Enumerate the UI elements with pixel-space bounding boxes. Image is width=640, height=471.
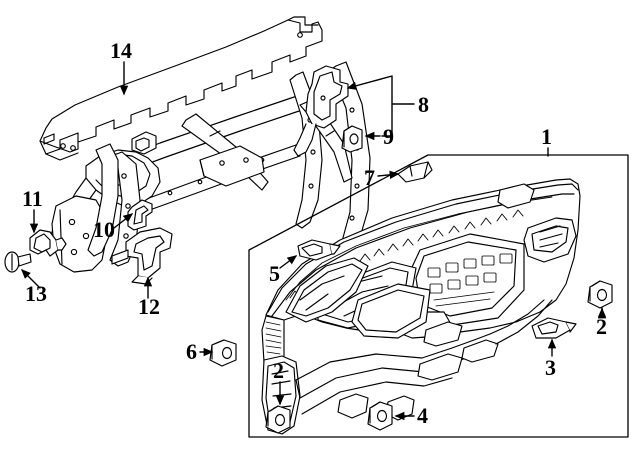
clip-outside-left (209, 339, 237, 367)
clip-upper-center (397, 161, 433, 183)
callout-number-10: 10 (93, 217, 115, 242)
insulator-pad-upper (39, 16, 323, 161)
callout-number-12: 12 (138, 294, 160, 319)
instrument-panel-assembly (261, 178, 581, 435)
callout-number-2-lower-left: 2 (273, 358, 284, 383)
callout-number-5: 5 (269, 261, 280, 286)
callout-leaders (21, 61, 607, 421)
callout-number-9: 9 (383, 124, 394, 149)
reinforcement-bracket-upper (293, 65, 349, 157)
callout-number-7: 7 (364, 165, 375, 190)
clip-bottom (367, 401, 393, 431)
callout-number-2-right: 2 (596, 314, 607, 339)
callout-number-8: 8 (418, 92, 429, 117)
callout-number-6: 6 (186, 339, 197, 364)
callout-number-4: 4 (417, 403, 428, 428)
callout-number-14: 14 (110, 38, 132, 63)
clip-small-center (341, 125, 363, 153)
side-bracket-left (29, 229, 67, 257)
callout-number-11: 11 (22, 186, 43, 211)
callout-number-3: 3 (545, 355, 556, 380)
callout-number-13: 13 (25, 281, 47, 306)
bracket-center (531, 317, 577, 339)
clip-right (587, 280, 613, 309)
bolt-fastener (4, 251, 32, 273)
instrument-panel-assembly-box (248, 154, 629, 438)
clip-upper-left (297, 239, 341, 261)
callout-number-1: 1 (541, 124, 552, 149)
clip-lower-left (265, 405, 291, 434)
